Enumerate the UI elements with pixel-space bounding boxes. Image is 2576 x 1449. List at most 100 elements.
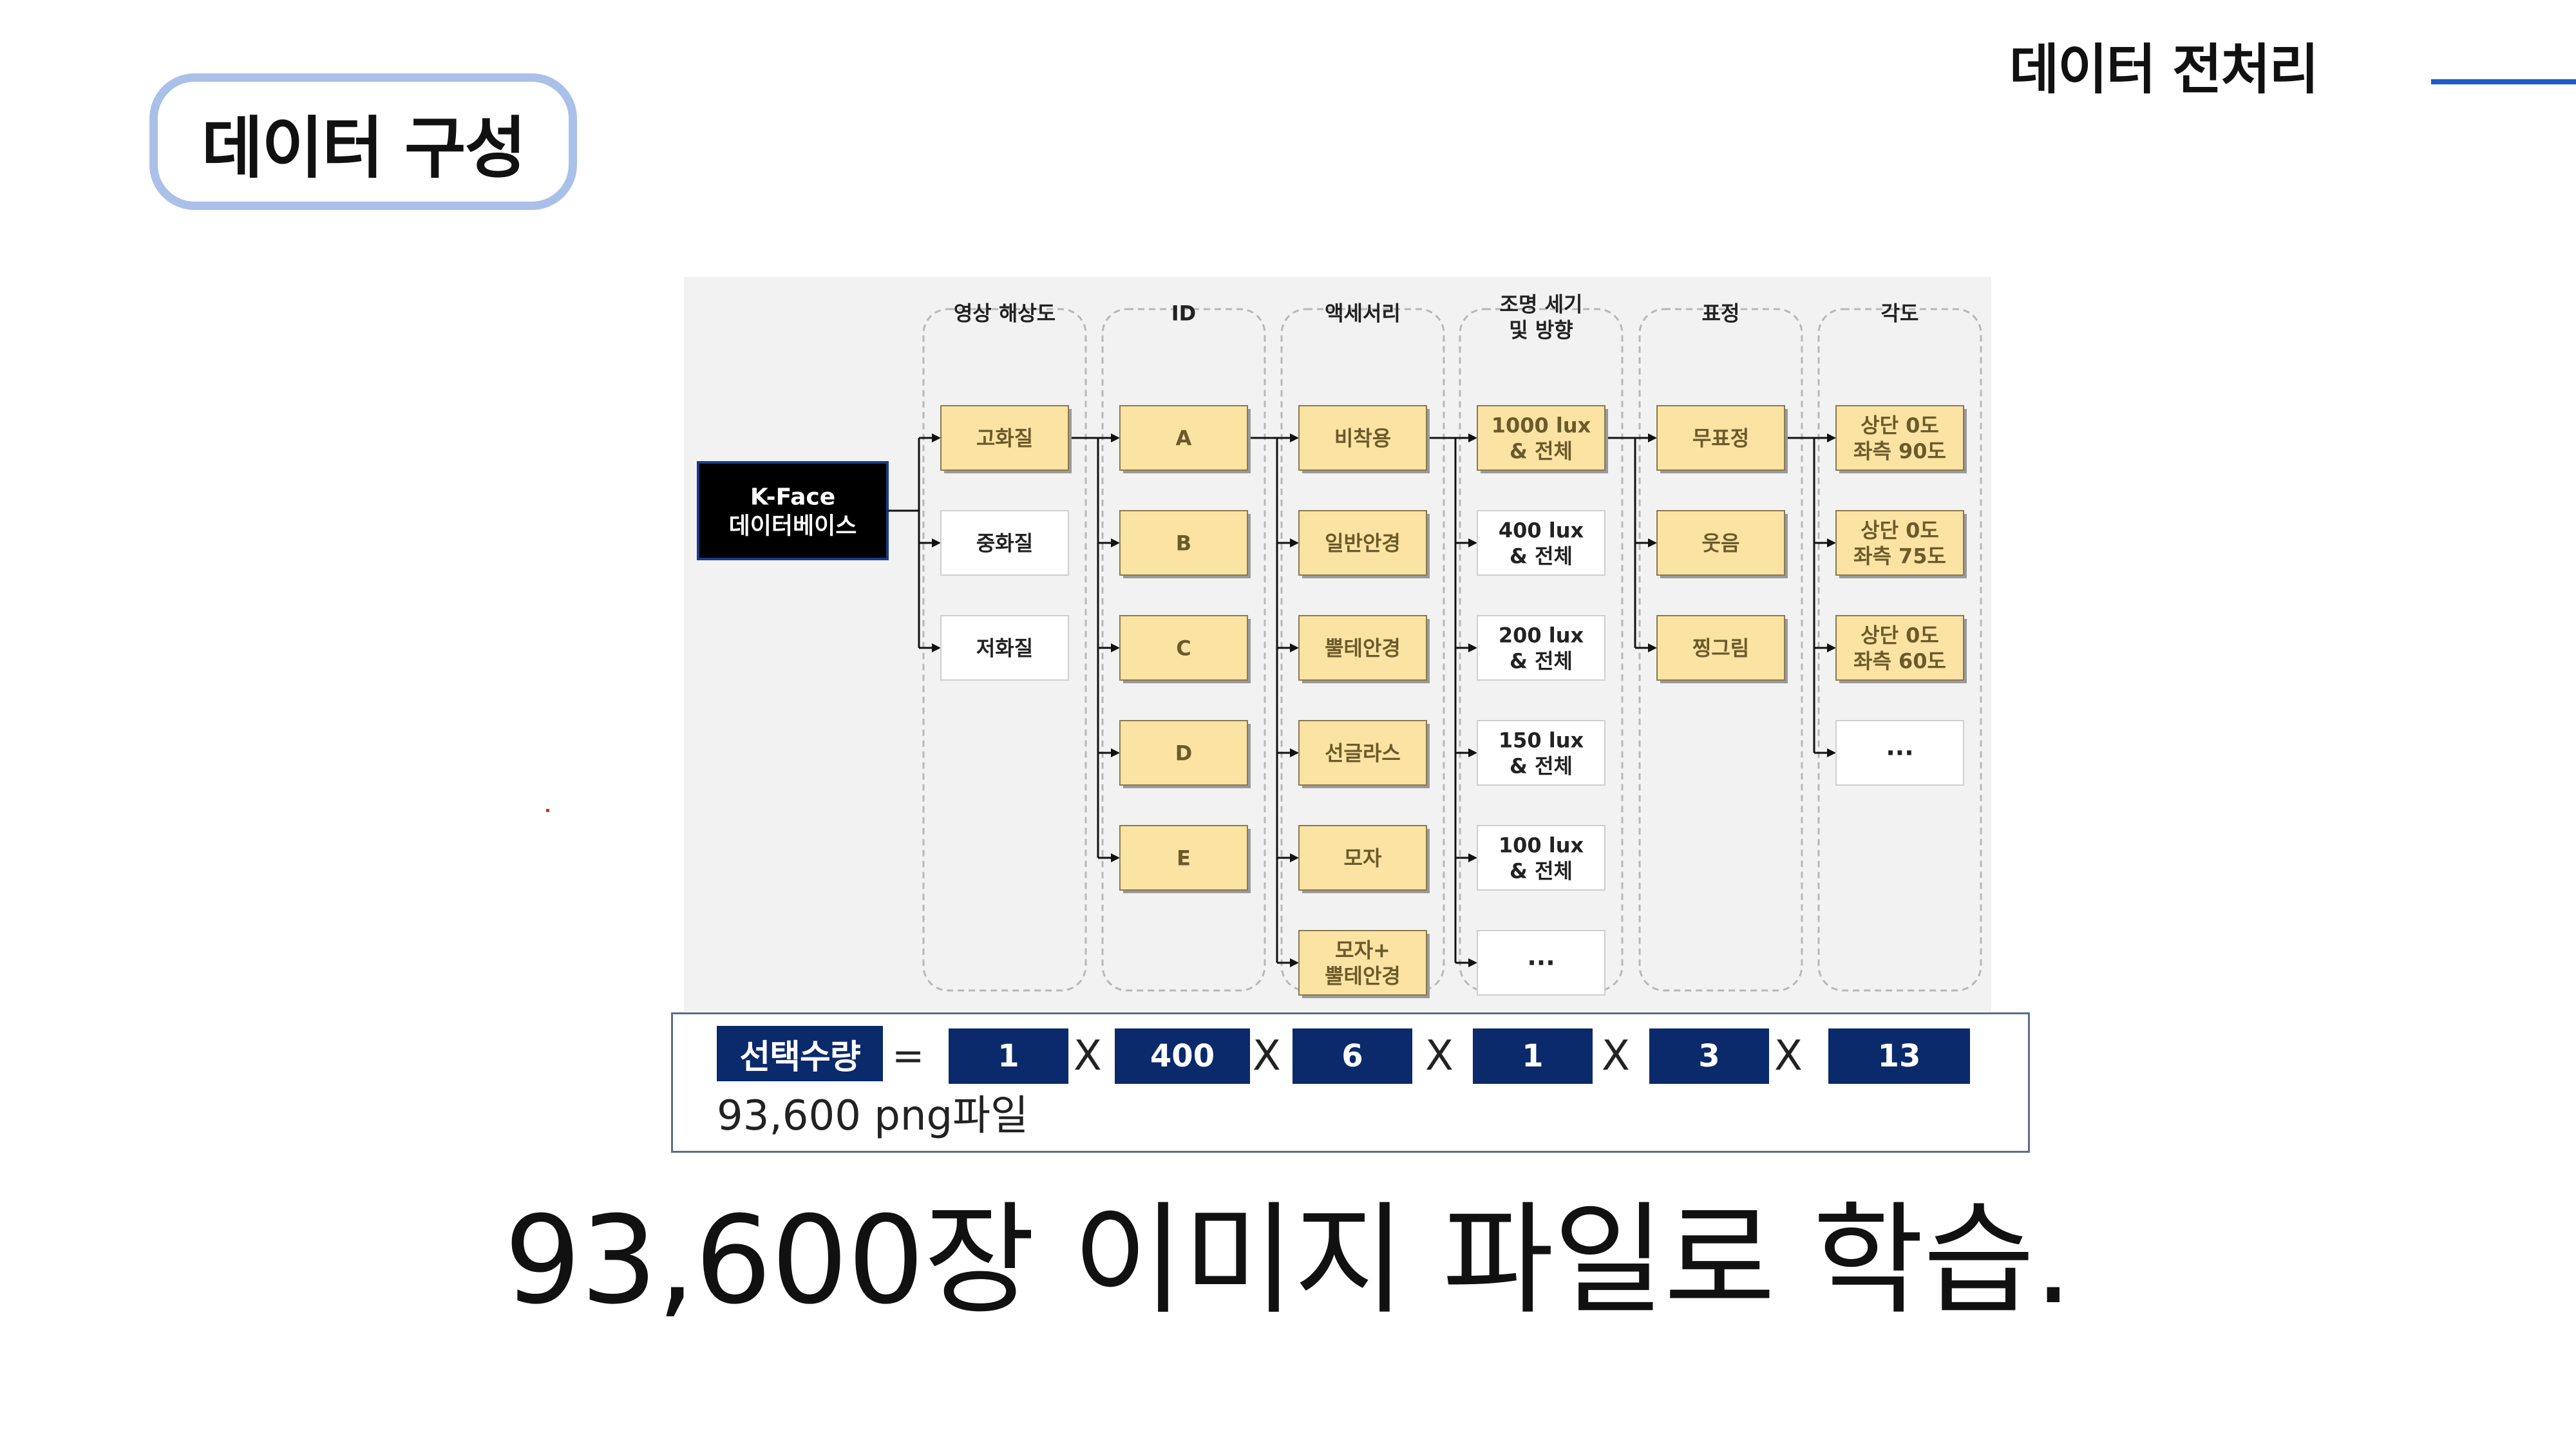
stray-dot [546,809,549,812]
diagram-node-label: ... [1886,733,1913,761]
diagram-node [1119,825,1248,891]
diagram-node-label: 1000 lux& 전체 [1492,413,1591,464]
factor-lighting: 1 [1473,1028,1593,1084]
connector-col3-arrow-head [1468,538,1477,547]
headline: 93,600장 이미지 파일로 학습. [504,1190,2073,1331]
equals-sign: = [892,1034,925,1079]
diagram-node [1477,615,1605,681]
diagram-node-label: 비착용 [1334,426,1391,451]
diagram-node-label: 고화질 [976,426,1033,451]
times-sign: X [1774,1032,1803,1080]
diagram-node [1298,615,1427,681]
connector-col1-arrow-head [1111,643,1120,652]
section-label: 데이터 구성 [201,108,527,187]
connector-col3-arrow-head [1468,958,1477,967]
factor-resolution: 1 [949,1028,1068,1084]
connector-source-arrow-head [932,433,941,442]
column-container [1638,308,1803,992]
diagram-node [1298,510,1427,576]
diagram-node [940,510,1069,576]
factor-expression: 3 [1649,1028,1769,1084]
connector-col3-arrow-head [1468,853,1477,862]
diagram-node [1477,720,1605,786]
connector-col5-arrow-head [1827,538,1836,547]
diagram-node [1298,930,1427,996]
connector-source-arrow-head [932,538,941,547]
diagram-node-label: 200 lux& 전체 [1499,623,1584,674]
diagram-node [1835,615,1964,681]
formula-label: 선택수량 [717,1026,883,1081]
diagram-node-label: 선글라스 [1325,741,1401,766]
connector-col2-arrow-head [1290,748,1299,757]
connector-col1-arrow-head [1111,853,1120,862]
diagram-node-label: 일반안경 [1325,531,1401,556]
connector-col5-arrow-head [1827,643,1836,652]
diagram-node-label: D [1175,741,1193,766]
column-header: ID [1171,301,1196,326]
source-node [697,461,889,560]
diagram-node [1298,405,1427,471]
diagram-node [940,615,1069,681]
title-accent-rule [2431,79,2576,84]
diagram-node [1656,510,1785,576]
times-sign: X [1425,1032,1454,1080]
diagram-node-label: A [1176,426,1192,451]
diagram-node-label: 모자 [1344,846,1382,871]
diagram-node-label: E [1177,846,1191,871]
connector-col3-arrow-head [1468,643,1477,652]
connector-col5-arrow-head [1827,748,1836,757]
connector-col2-arrow-head [1290,538,1299,547]
diagram-node [1477,825,1605,891]
diagram-node [1835,510,1964,576]
column-header: 각도 [1881,301,1919,326]
slide-topic-title: 데이터 전처리 [2009,38,2319,101]
diagram-node [1477,510,1605,576]
diagram-node [1298,825,1427,891]
diagram-node-label: 150 lux& 전체 [1499,728,1584,779]
diagram-node [1835,405,1964,471]
diagram-node [1477,405,1605,471]
column-container [1101,308,1266,992]
diagram-node [1656,615,1785,681]
column-container [1817,308,1982,992]
factor-accessory: 6 [1293,1028,1412,1084]
diagram-node-label: ... [1527,943,1555,971]
column-header: 표정 [1702,301,1740,326]
diagram-node [940,405,1069,471]
diagram-node-label: 400 lux& 전체 [1499,518,1584,569]
section-label-pill: 데이터 구성 [149,73,577,210]
connector-col1-arrow-head [1111,433,1120,442]
connector-col3-arrow-head [1468,433,1477,442]
diagram-node [1119,615,1248,681]
connector-col3-arrow-head [1468,748,1477,757]
diagram-node-label: 무표정 [1692,426,1749,451]
diagram-node-label: 찡그림 [1692,636,1749,661]
diagram-node [1477,930,1605,996]
connector-col4-arrow-head [1648,643,1657,652]
connector-col4-arrow-head [1648,433,1657,442]
connector-col4-arrow-head [1648,538,1657,547]
connector-col2-arrow-head [1290,958,1299,967]
diagram-node [1656,405,1785,471]
times-sign: X [1074,1032,1102,1080]
times-sign: X [1602,1032,1630,1080]
column-header: 액세서리 [1325,301,1401,326]
diagram-node-label: 모자+뿔테안경 [1325,938,1401,989]
connector-col1-arrow-head [1111,538,1120,547]
diagram-node-label: 웃음 [1702,531,1740,556]
diagram-node [1119,405,1248,471]
diagram-node-label: 100 lux& 전체 [1499,833,1584,884]
formula-result: 93,600 png파일 [717,1092,1028,1140]
factor-id: 400 [1115,1028,1250,1084]
column-container [922,308,1087,992]
diagram-node [1119,510,1248,576]
connector-col2-arrow-head [1290,643,1299,652]
diagram-node [1835,720,1964,786]
